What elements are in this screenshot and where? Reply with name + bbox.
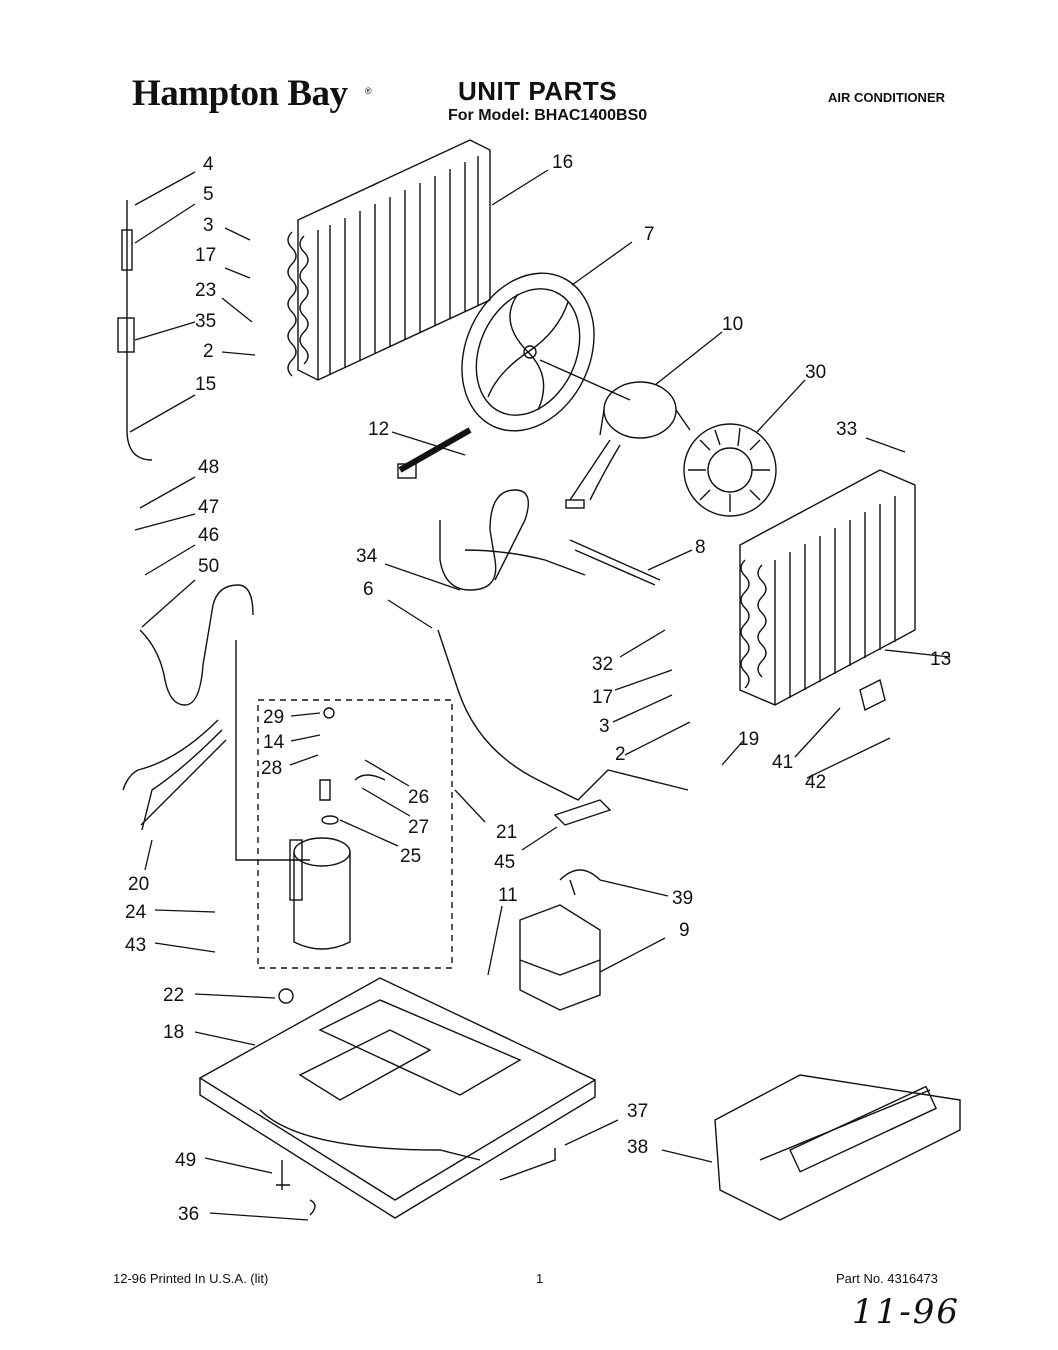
callout-27: 27 — [408, 817, 429, 838]
callout-48: 48 — [198, 457, 219, 478]
callout-7: 7 — [644, 224, 655, 245]
callout-18: 18 — [163, 1022, 184, 1043]
handwritten-date: 11-96 — [852, 1292, 961, 1332]
callout-30: 30 — [805, 362, 826, 383]
callout-17: 17 — [195, 245, 216, 266]
callout-20: 20 — [128, 874, 149, 895]
callout-47: 47 — [198, 497, 219, 518]
callout-5: 5 — [203, 184, 214, 205]
callout-45: 45 — [494, 852, 515, 873]
callout-2-b: 2 — [615, 744, 626, 765]
callout-19: 19 — [738, 729, 759, 750]
callout-17-b: 17 — [592, 687, 613, 708]
callout-41: 41 — [772, 752, 793, 773]
wiring-harness — [122, 719, 227, 831]
compressor-bracket — [519, 904, 601, 1011]
page-title: UNIT PARTS — [458, 76, 618, 106]
callout-3-b: 3 — [599, 716, 610, 737]
callout-21: 21 — [496, 822, 517, 843]
registered-mark: ® — [365, 86, 372, 96]
model-number: For Model: BHAC1400BS0 — [448, 107, 648, 124]
page-number: 1 — [536, 1271, 544, 1286]
callout-23: 23 — [195, 280, 216, 301]
callout-49: 49 — [175, 1150, 196, 1171]
callout-34: 34 — [356, 546, 378, 567]
callout-42: 42 — [805, 772, 826, 793]
leader-lines — [129, 169, 951, 1221]
callout-12: 12 — [368, 419, 389, 440]
callout-10: 10 — [722, 314, 743, 335]
callout-11: 11 — [498, 885, 518, 906]
callout-36: 36 — [178, 1204, 199, 1225]
callout-46: 46 — [198, 525, 219, 546]
callout-28: 28 — [261, 758, 282, 779]
drain-valve — [276, 1160, 290, 1190]
callout-37: 37 — [627, 1101, 648, 1122]
callout-14: 14 — [263, 732, 285, 753]
callout-50: 50 — [198, 556, 219, 577]
bracket-part-41 — [859, 678, 886, 712]
callout-labels: 4 5 3 17 23 35 2 15 48 47 46 50 16 7 10 … — [125, 152, 951, 1225]
blower-wheel — [683, 423, 777, 517]
evaporator-coil — [739, 469, 916, 706]
callout-35: 35 — [195, 311, 216, 332]
callout-26: 26 — [408, 787, 429, 808]
part-number: Part No. 4316473 — [836, 1271, 938, 1286]
insulation-pad — [553, 799, 612, 826]
callout-25: 25 — [400, 846, 421, 867]
brand-name: Hampton Bay — [132, 73, 348, 114]
fan-shroud — [461, 272, 595, 432]
callout-29: 29 — [263, 707, 284, 728]
callout-3: 3 — [203, 215, 214, 236]
callout-16: 16 — [552, 152, 573, 173]
callout-6: 6 — [363, 579, 374, 600]
print-date: 12-96 Printed In U.S.A. (lit) — [113, 1271, 269, 1286]
condenser-coil — [287, 139, 491, 381]
callout-13: 13 — [930, 649, 951, 670]
callout-2: 2 — [203, 341, 214, 362]
compressor — [257, 699, 453, 969]
callout-15: 15 — [195, 374, 216, 395]
callout-33: 33 — [836, 419, 857, 440]
screw-36 — [309, 1199, 316, 1216]
callout-32: 32 — [592, 654, 613, 675]
thermostat-plug — [397, 463, 417, 479]
callout-39: 39 — [672, 888, 693, 909]
refrigerant-tubing — [117, 200, 689, 861]
callout-24: 24 — [125, 902, 147, 923]
clip-37 — [499, 1148, 556, 1181]
callout-9: 9 — [679, 920, 690, 941]
callout-38: 38 — [627, 1137, 648, 1158]
fan-motor — [539, 359, 691, 509]
callout-43: 43 — [125, 935, 146, 956]
callout-8: 8 — [695, 537, 706, 558]
callout-4: 4 — [203, 154, 214, 175]
front-frame — [714, 1074, 961, 1221]
product-category: AIR CONDITIONER — [828, 90, 945, 105]
callout-22: 22 — [163, 985, 184, 1006]
grommet — [278, 988, 294, 1004]
base-pan — [198, 977, 597, 1219]
support-clip — [559, 869, 601, 896]
